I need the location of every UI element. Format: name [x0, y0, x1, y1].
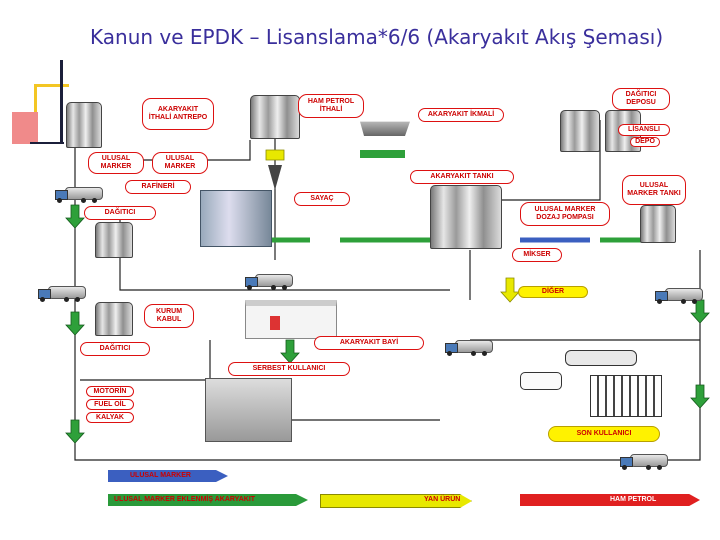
flow-arrow-2 [65, 311, 85, 336]
label-diger: DİĞER [518, 286, 588, 298]
legend-label-3: YAN ÜRÜN [424, 496, 461, 503]
depot-tank-1 [560, 110, 600, 152]
label-ulusal-marker-2: ULUSAL MARKER [152, 152, 208, 174]
truck [245, 274, 293, 290]
label-ulusal-marker-dozaj-pompasi: ULUSAL MARKER DOZAJ POMPASI [520, 202, 610, 226]
label-mikser: MİKSER [512, 248, 562, 262]
building-picture [590, 375, 662, 417]
truck [620, 454, 668, 470]
label-ulusal-marker-tanki: ULUSAL MARKER TANKI [622, 175, 686, 205]
decorative-corner-yellow [34, 84, 69, 119]
decorative-horizontal-line [30, 142, 64, 144]
label-kurum-kabul: KURUM KABUL [144, 304, 194, 328]
flow-arrow-4 [280, 339, 300, 364]
distributor-tank [95, 222, 133, 258]
marker-tank [640, 205, 676, 243]
antrepo-tank [66, 102, 102, 148]
power-plant-picture [205, 378, 292, 442]
label-dagitici-2: DAĞITICI [80, 342, 150, 356]
label-kalyak: KALYAK [86, 412, 134, 423]
truck [55, 187, 103, 203]
label-rafineri: RAFİNERİ [125, 180, 191, 194]
legend-label-1: ULUSAL MARKER [130, 472, 191, 479]
legend-label-2: ULUSAL MARKER EKLENMİŞ AKARYAKIT [114, 496, 256, 503]
label-dagitici-deposu: DAĞITICI DEPOSU [612, 88, 670, 110]
tanker-ship [360, 121, 410, 136]
label-lisansli: LİSANSLI [618, 124, 670, 136]
truck [655, 288, 703, 304]
serbest-line [289, 380, 440, 421]
page-title: Kanun ve EPDK – Lisanslama*6/6 (Akaryakı… [90, 25, 664, 49]
gas-station-picture [245, 300, 337, 339]
label-sayac: SAYAÇ [294, 192, 350, 206]
decorative-vertical-line [60, 60, 63, 144]
legend-arrow-ham-petrol [520, 494, 700, 506]
refinery-picture [200, 190, 272, 247]
legend-label-4: HAM PETROL [610, 496, 657, 503]
decorative-block-red [12, 112, 38, 144]
funnel-shape [268, 165, 282, 190]
label-ulusal-marker-1: ULUSAL MARKER [88, 152, 144, 174]
car-picture [565, 350, 637, 366]
crude-tank [250, 95, 300, 139]
truck [445, 340, 493, 356]
label-akaryakit-tanki: AKARYAKIT TANKI [410, 170, 514, 184]
label-serbest-kullanici: SERBEST KULLANICI [228, 362, 350, 376]
depot-line [500, 120, 601, 201]
label-motorin: MOTORİN [86, 386, 134, 397]
label-akaryakit-bayi: AKARYAKIT BAYİ [314, 336, 424, 350]
legend-arrow-ulusal-marker [108, 470, 228, 482]
flow-arrow-5 [690, 299, 710, 324]
yellow-arrow [500, 277, 520, 303]
label-depo: DEPO [630, 137, 660, 147]
flow-arrow-6 [690, 384, 710, 409]
legend-arrow-yan-urun [320, 494, 472, 508]
label-son-kullanici: SON KULLANICI [548, 426, 660, 442]
legend-arrow-marker-akaryakit [108, 494, 308, 506]
gas-pump [270, 316, 280, 330]
label-ham-petrol-ithali: HAM PETROL İTHALİ [298, 94, 364, 118]
label-dagitici-1: DAĞITICI [84, 206, 156, 220]
car-picture-2 [520, 372, 562, 390]
truck [38, 286, 86, 302]
label-akaryakit-ithali-antrepo: AKARYAKIT İTHALİ ANTREPO [142, 98, 214, 130]
fuel-tank-main [430, 185, 502, 249]
flow-arrow-3 [65, 419, 85, 444]
ship-flow [360, 150, 405, 158]
flow-arrow-1 [65, 204, 85, 229]
kurum-tank [95, 302, 133, 336]
label-fuel-oil: FUEL OİL [86, 399, 134, 410]
yellow-valve [265, 149, 285, 161]
label-akaryakit-ikmali: AKARYAKIT İKMALİ [418, 108, 504, 122]
